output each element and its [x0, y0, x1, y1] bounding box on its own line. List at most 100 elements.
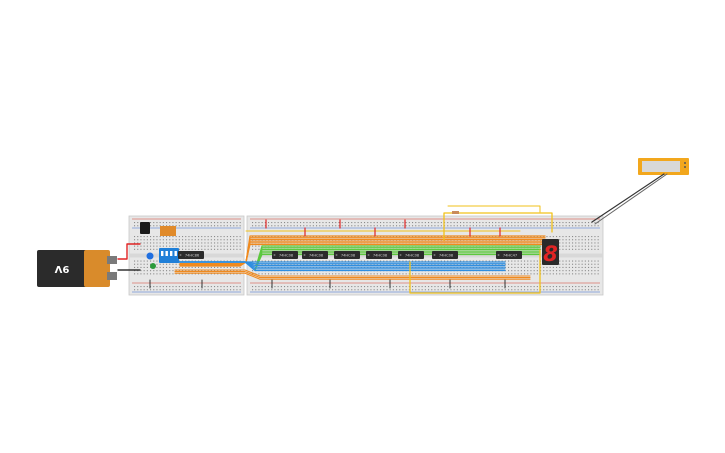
hole — [520, 270, 522, 272]
hole — [559, 273, 561, 275]
ic-notch — [497, 254, 500, 256]
hole — [309, 289, 311, 291]
hole — [540, 222, 542, 224]
hole — [185, 225, 187, 227]
hole — [255, 222, 257, 224]
hole — [508, 225, 510, 227]
hole — [530, 289, 532, 291]
hole — [182, 242, 184, 244]
hole — [172, 289, 174, 291]
hole — [597, 242, 599, 244]
hole — [559, 242, 561, 244]
hole — [357, 289, 359, 291]
hole — [150, 263, 152, 265]
hole — [159, 236, 161, 238]
hole — [178, 266, 180, 268]
hole — [568, 239, 570, 241]
hole — [421, 289, 423, 291]
hole — [511, 266, 513, 268]
hole — [194, 242, 196, 244]
hole — [488, 222, 490, 224]
hole — [150, 289, 152, 291]
hole — [322, 222, 324, 224]
hole — [556, 289, 558, 291]
hole — [236, 245, 238, 247]
hole — [392, 225, 394, 227]
hole — [578, 260, 580, 262]
hole — [319, 286, 321, 288]
hole — [568, 236, 570, 238]
hole — [271, 273, 273, 275]
hole — [252, 248, 254, 250]
hole — [233, 239, 235, 241]
hole — [517, 286, 519, 288]
hole — [137, 242, 139, 244]
hole — [252, 222, 254, 224]
hole — [316, 273, 318, 275]
hole — [185, 245, 187, 247]
hole — [309, 273, 311, 275]
hole — [140, 239, 142, 241]
hole — [357, 225, 359, 227]
hole — [380, 225, 382, 227]
ic-chip-body — [366, 251, 392, 259]
hole — [156, 225, 158, 227]
hole — [268, 222, 270, 224]
hole — [191, 222, 193, 224]
hole — [146, 260, 148, 262]
hole — [188, 248, 190, 250]
hole — [543, 289, 545, 291]
hole — [376, 222, 378, 224]
hole — [226, 248, 228, 250]
hole — [178, 289, 180, 291]
hole — [351, 222, 353, 224]
hole — [376, 286, 378, 288]
resistor-array — [160, 226, 176, 236]
resistor — [452, 211, 459, 214]
hole — [220, 289, 222, 291]
hole — [214, 289, 216, 291]
hole — [367, 286, 369, 288]
hole — [166, 236, 168, 238]
hole — [258, 273, 260, 275]
hole — [364, 222, 366, 224]
hole — [588, 273, 590, 275]
wire — [174, 272, 531, 280]
hole — [191, 236, 193, 238]
hole — [559, 263, 561, 265]
hole — [472, 286, 474, 288]
hole — [447, 222, 449, 224]
hole — [258, 225, 260, 227]
hole — [191, 225, 193, 227]
hole — [280, 222, 282, 224]
hole — [597, 245, 599, 247]
hole — [591, 289, 593, 291]
hole — [565, 245, 567, 247]
hole — [344, 273, 346, 275]
hole — [463, 289, 465, 291]
hole — [287, 222, 289, 224]
hole — [367, 260, 369, 262]
hole — [303, 260, 305, 262]
hole — [293, 222, 295, 224]
hole — [312, 286, 314, 288]
hole — [140, 236, 142, 238]
hole — [233, 286, 235, 288]
hole — [182, 270, 184, 272]
hole — [408, 260, 410, 262]
hole — [488, 273, 490, 275]
hole — [150, 236, 152, 238]
hole — [214, 248, 216, 250]
hole — [376, 260, 378, 262]
hole — [581, 263, 583, 265]
hole — [134, 260, 136, 262]
hole — [156, 286, 158, 288]
hole — [396, 222, 398, 224]
ic-notch — [179, 254, 182, 256]
hole — [514, 263, 516, 265]
hole — [536, 225, 538, 227]
hole — [198, 239, 200, 241]
hole — [159, 289, 161, 291]
hole — [578, 289, 580, 291]
hole — [588, 225, 590, 227]
